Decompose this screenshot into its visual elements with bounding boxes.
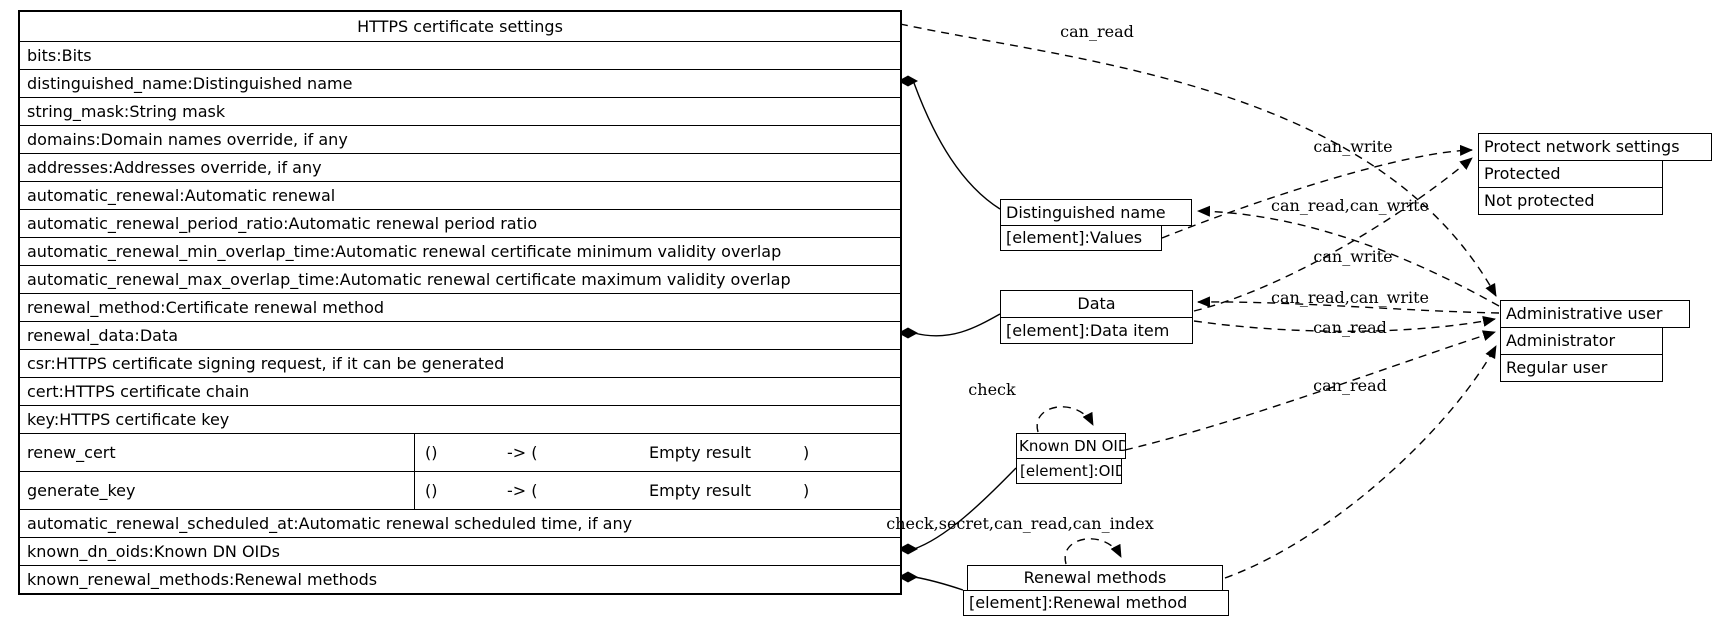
- distinguished-name-box: Distinguished name [element]:Values: [1000, 199, 1192, 251]
- diamond-known-renewal-methods: [898, 571, 918, 583]
- field-row-automatic-renewal-max-overlap-time: automatic_renewal_max_overlap_time:Autom…: [20, 265, 900, 293]
- box-element-row: [element]:Data item: [1000, 317, 1193, 344]
- field-row-renewal-data: renewal_data:Data: [20, 321, 900, 349]
- field-row-csr: csr:HTTPS certificate signing request, i…: [20, 349, 900, 377]
- method-name: renew_cert: [20, 434, 415, 471]
- edge-table-admin-can-read: [899, 23, 1497, 297]
- box-title: Protect network settings: [1478, 133, 1712, 161]
- field-row-known-dn-oids: known_dn_oids:Known DN OIDs: [20, 537, 900, 565]
- field-row-automatic-renewal-scheduled-at: automatic_renewal_scheduled_at:Automatic…: [20, 509, 900, 537]
- data-box: Data [element]:Data item: [1000, 290, 1193, 344]
- edge-label-can-write-upper: can_write: [1313, 137, 1393, 156]
- method-result: Empty result: [649, 443, 751, 462]
- edge-admin-dn-can-read-write: [1197, 205, 1500, 307]
- diamond-distinguished-name: [898, 75, 918, 87]
- edge-table-dn-box: [913, 82, 1001, 210]
- edge-table-data-box: [913, 313, 1001, 337]
- box-element-row: [element]:Values: [1000, 225, 1162, 251]
- method-row-renew-cert: renew_cert () -> ( Empty result ): [20, 433, 900, 471]
- box-value-row: Not protected: [1478, 187, 1663, 215]
- box-value-row: Protected: [1478, 160, 1663, 188]
- edge-label-can-write-lower: can_write: [1313, 247, 1393, 266]
- field-row-bits: bits:Bits: [20, 41, 900, 69]
- box-element-row: [element]:OID: [1016, 458, 1122, 484]
- method-close-paren: ): [803, 481, 810, 500]
- table-title: HTTPS certificate settings: [357, 17, 563, 36]
- method-arrow: -> (: [507, 481, 538, 500]
- field-row-automatic-renewal: automatic_renewal:Automatic renewal: [20, 181, 900, 209]
- method-params: (): [425, 481, 438, 500]
- edge-label-can-read-can-write-lower: can_read,can_write: [1271, 288, 1429, 307]
- diamond-renewal-data: [898, 327, 918, 339]
- edge-label-can-read-lower: can_read: [1313, 376, 1387, 395]
- edge-table-renewal-box: [913, 576, 964, 591]
- https-certificate-settings-table: HTTPS certificate settings bits:Bits dis…: [18, 10, 902, 595]
- box-title: Known DN OIDs: [1016, 433, 1126, 459]
- edge-data-admin-can-read: [1193, 315, 1496, 332]
- field-row-string-mask: string_mask:String mask: [20, 97, 900, 125]
- edge-label-check-secret-can-read-can-index: check,secret,can_read,can_index: [886, 514, 1154, 533]
- box-title: Distinguished name: [1000, 199, 1192, 226]
- edge-table-oids-box: [913, 467, 1017, 550]
- field-row-key: key:HTTPS certificate key: [20, 405, 900, 433]
- method-name: generate_key: [20, 472, 415, 509]
- diamond-known-dn-oids: [898, 543, 918, 555]
- box-title: Administrative user: [1500, 300, 1690, 328]
- field-row-automatic-renewal-min-overlap-time: automatic_renewal_min_overlap_time:Autom…: [20, 237, 900, 265]
- edge-label-check: check: [968, 380, 1016, 399]
- field-row-cert: cert:HTTPS certificate chain: [20, 377, 900, 405]
- field-row-domains: domains:Domain names override, if any: [20, 125, 900, 153]
- edge-oids-admin-can-read: [1124, 330, 1496, 451]
- known-dn-oids-box: Known DN OIDs [element]:OID: [1016, 433, 1126, 484]
- field-row-distinguished-name: distinguished_name:Distinguished name: [20, 69, 900, 97]
- box-title: Data: [1000, 290, 1193, 318]
- field-row-automatic-renewal-period-ratio: automatic_renewal_period_ratio:Automatic…: [20, 209, 900, 237]
- method-signature: () -> ( Empty result ): [415, 434, 900, 471]
- method-close-paren: ): [803, 443, 810, 462]
- edge-renewal-self-loop: [1064, 538, 1122, 565]
- edge-label-can-read-middle: can_read: [1313, 318, 1387, 337]
- edge-data-protect-can-write: [1193, 157, 1473, 312]
- method-arrow: -> (: [507, 443, 538, 462]
- box-value-row: Regular user: [1500, 354, 1663, 382]
- edge-oids-self-check: [1036, 406, 1094, 433]
- field-row-addresses: addresses:Addresses override, if any: [20, 153, 900, 181]
- box-title: Renewal methods: [967, 565, 1223, 591]
- box-value-row: Administrator: [1500, 327, 1663, 355]
- administrative-user-box: Administrative user Administrator Regula…: [1500, 300, 1690, 382]
- edge-renewal-admin: [1224, 345, 1497, 579]
- method-result: Empty result: [649, 481, 751, 500]
- protect-network-settings-box: Protect network settings Protected Not p…: [1478, 133, 1712, 215]
- edge-dn-protect-can-write: [1161, 144, 1473, 239]
- method-params: (): [425, 443, 438, 462]
- field-row-renewal-method: renewal_method:Certificate renewal metho…: [20, 293, 900, 321]
- method-signature: () -> ( Empty result ): [415, 472, 900, 509]
- method-row-generate-key: generate_key () -> ( Empty result ): [20, 471, 900, 509]
- edge-label-can-read-top: can_read: [1060, 22, 1134, 41]
- edge-label-can-read-can-write-upper: can_read,can_write: [1271, 196, 1429, 215]
- box-element-row: [element]:Renewal method: [963, 590, 1229, 616]
- renewal-methods-box: Renewal methods [element]:Renewal method: [963, 565, 1229, 616]
- field-row-known-renewal-methods: known_renewal_methods:Renewal methods: [20, 565, 900, 593]
